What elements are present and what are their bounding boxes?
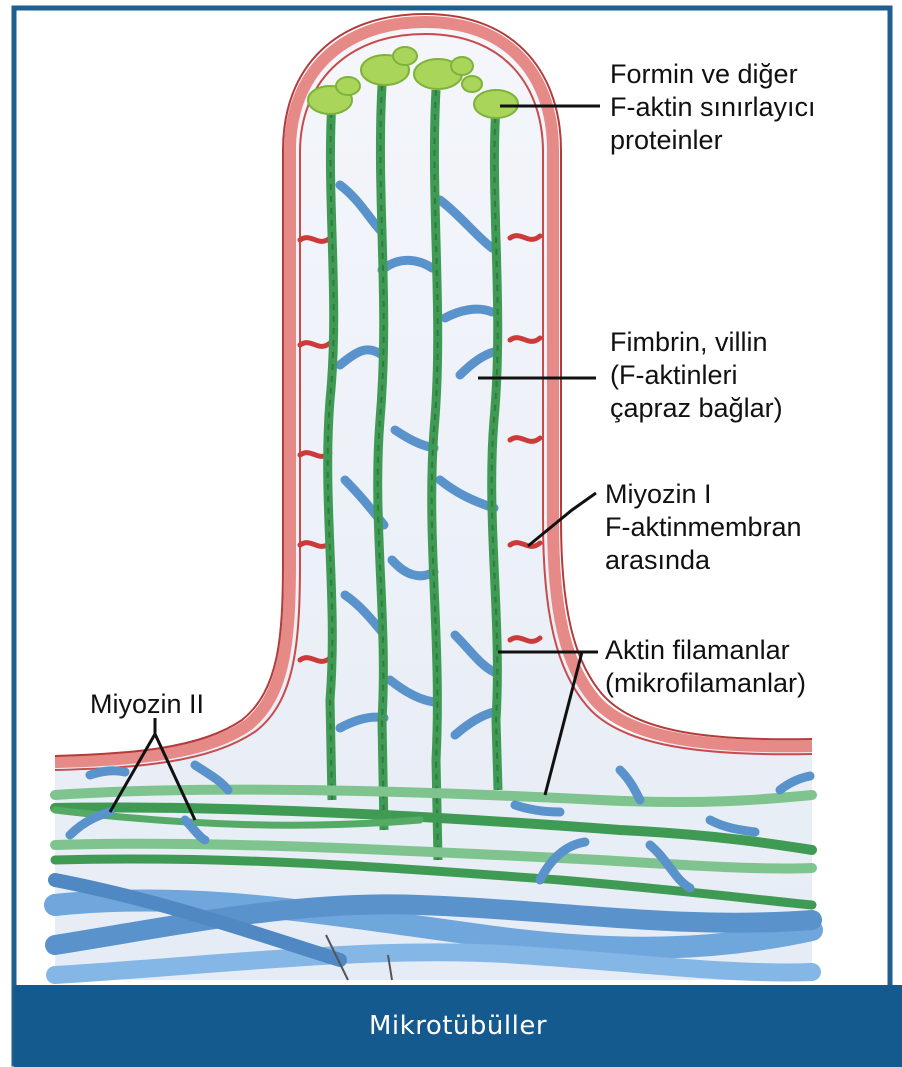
label-myosin-ii: Miyozin II xyxy=(90,688,204,721)
footer-title: Mikrotübüller xyxy=(14,1011,902,1041)
label-formin: Formin ve diğer F-aktin sınırlayıcı prot… xyxy=(610,58,816,157)
label-myosin-i: Miyozin I F-aktinmembran arasında xyxy=(605,478,802,577)
label-fimbrin-villin: Fimbrin, villin (F-aktinleri çapraz bağl… xyxy=(610,326,783,425)
formin-cap-4 xyxy=(474,90,518,118)
footer-bar: Mikrotübüller xyxy=(14,985,902,1067)
label-actin-filaments: Aktin filamanlar (mikrofilamanlar) xyxy=(605,634,806,700)
